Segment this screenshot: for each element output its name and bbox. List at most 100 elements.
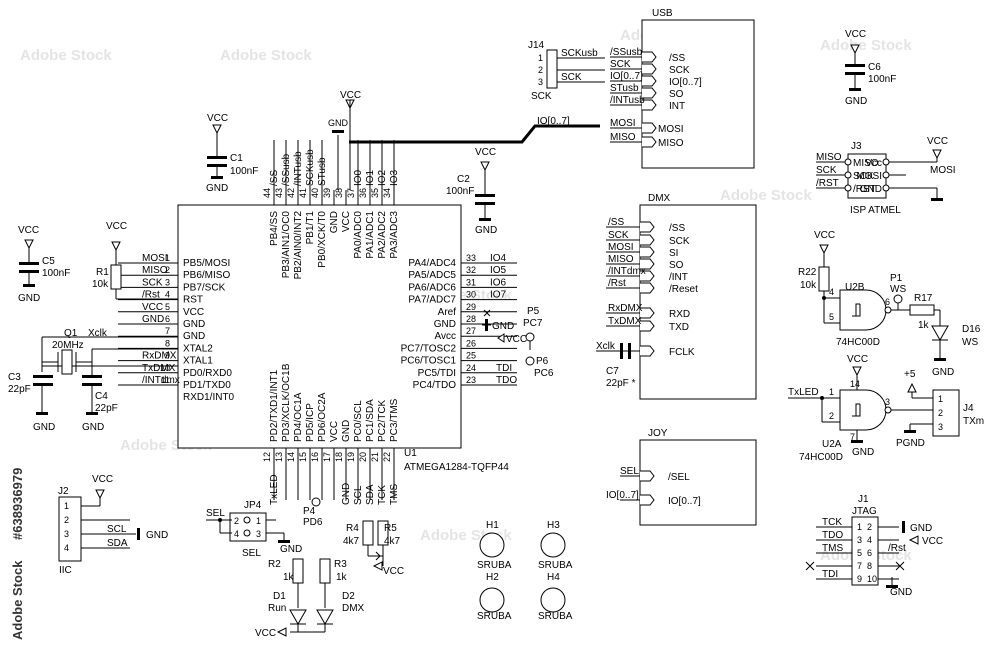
svg-text:C4: C4 xyxy=(95,391,108,402)
svg-text:SEL: SEL xyxy=(242,548,261,559)
jtag-nc-mark xyxy=(895,561,905,571)
svg-text:R5: R5 xyxy=(384,523,397,534)
svg-text:JP4: JP4 xyxy=(244,500,262,511)
mcu-pin-name: PA2/ADC2 xyxy=(377,211,388,259)
svg-text:GND: GND xyxy=(475,225,497,236)
dmx-net-label: TxDMX xyxy=(608,316,642,327)
svg-text:ISP ATMEL: ISP ATMEL xyxy=(850,205,901,216)
mcu-pin-name: GND xyxy=(434,319,456,330)
svg-text:3: 3 xyxy=(256,529,261,539)
mcu-pin-name: GND xyxy=(329,211,340,233)
jtag-pin-number: 10 xyxy=(867,574,877,584)
mcu-pin-number: 23 xyxy=(466,375,476,385)
mcu-pin-name: GND xyxy=(341,420,352,442)
mcu-pin-number: 42 xyxy=(286,188,296,198)
svg-text:SRUBA: SRUBA xyxy=(477,611,512,622)
svg-text:VCC: VCC xyxy=(207,113,228,124)
mcu-pin-number: 18 xyxy=(334,452,344,462)
svg-text:100nF: 100nF xyxy=(446,186,474,197)
svg-text:74HC00D: 74HC00D xyxy=(799,452,843,463)
svg-text:22pF: 22pF xyxy=(95,403,118,414)
mcu-top-power: VCC GND xyxy=(328,90,361,190)
svg-text:4k7: 4k7 xyxy=(384,536,401,547)
svg-text:SCL: SCL xyxy=(107,524,127,535)
svg-text:P1: P1 xyxy=(890,273,903,284)
svg-text:P4: P4 xyxy=(303,506,316,517)
svg-text:R2: R2 xyxy=(268,559,281,570)
mcu-pin-name: PD6/OC2A xyxy=(317,392,328,442)
jtag-pin-number: 7 xyxy=(857,561,862,571)
svg-text:VCC: VCC xyxy=(475,147,496,158)
usb-pin-port xyxy=(642,75,657,87)
joy-pin-port xyxy=(640,470,655,482)
mcu-pin-name: PC7/TOSC2 xyxy=(401,343,457,354)
svg-text:3: 3 xyxy=(64,529,69,539)
usb-pin-name: MISO xyxy=(658,138,684,149)
mcu-pin-name: PA7/ADC7 xyxy=(408,295,456,306)
mcu-pin-number: 5 xyxy=(165,302,170,312)
mcu-pin-number: 6 xyxy=(165,314,170,324)
mcu-pin-name: PA1/ADC1 xyxy=(365,211,376,259)
joy-title: JOY xyxy=(648,428,668,439)
mcu-pin-number: 20 xyxy=(358,452,368,462)
svg-text:2: 2 xyxy=(938,408,943,418)
svg-text:+5: +5 xyxy=(904,369,916,380)
joy-pin-name: /SEL xyxy=(668,472,690,483)
watermark-text: Adobe Stock xyxy=(10,560,25,640)
usb-net-label: STusb xyxy=(610,83,639,94)
svg-text:JTAG: JTAG xyxy=(852,506,877,517)
mcu-pin-number: 21 xyxy=(370,452,380,462)
mcu-pin-name: PB0/XCK/T0 xyxy=(317,211,328,268)
mcu-pin-name: PB3/AIN1/OC0 xyxy=(281,211,292,279)
testpoint-p4: P4 PD6 xyxy=(303,497,323,528)
svg-text:22pF: 22pF xyxy=(8,384,31,395)
svg-text:IIC: IIC xyxy=(59,565,72,576)
mcu-pin-net: IO3 xyxy=(389,169,400,186)
joy-pin-port xyxy=(640,494,655,506)
usb-pin-port xyxy=(642,99,657,111)
mcu-pin-net: TxLED xyxy=(269,474,280,505)
dmx-pin-name: /INT xyxy=(669,272,688,283)
svg-text:SRUBA: SRUBA xyxy=(538,560,573,571)
svg-text:GND: GND xyxy=(206,183,228,194)
dmx-title: DMX xyxy=(648,193,671,204)
mcu-pin-net: /SS xyxy=(269,170,280,186)
mcu-pin-number: 25 xyxy=(466,351,476,361)
mcu-pin-net: SCKusb xyxy=(305,149,316,186)
mcu-pin-net: MOSI xyxy=(142,253,168,264)
isp-pin-circle xyxy=(844,158,852,166)
mcu-pin-name: VCC xyxy=(183,307,204,318)
svg-text:H3: H3 xyxy=(547,520,560,531)
joy-pin-name: IO[0..7] xyxy=(668,496,701,507)
svg-text:VCC: VCC xyxy=(845,29,866,40)
mcu-pin-name: PB4/SS xyxy=(269,211,280,246)
svg-text:10k: 10k xyxy=(800,280,817,291)
mcu-pin-name: PC0/SCL xyxy=(353,400,364,442)
mcu-pin-net: TxDMX xyxy=(142,363,176,374)
svg-text:R22: R22 xyxy=(798,267,817,278)
mcu-pin-name: PB1/T1 xyxy=(305,211,316,245)
svg-text:GND: GND xyxy=(845,96,867,107)
svg-text:VCC: VCC xyxy=(814,230,835,241)
svg-text:VCC: VCC xyxy=(255,628,276,639)
mcu-pin-name: PC2/TCK xyxy=(377,399,388,442)
svg-text:7: 7 xyxy=(850,432,855,442)
svg-text:GND: GND xyxy=(492,321,514,332)
mcu-part: ATMEGA1284-TQFP44 xyxy=(404,462,509,473)
mcu-pin-name: XTAL1 xyxy=(183,356,213,367)
mcu-pin-name: PD1/TXD0 xyxy=(183,380,231,391)
svg-text:Q1: Q1 xyxy=(64,328,78,339)
usb-pin-name: MOSI xyxy=(658,124,684,135)
dmx-pin-port xyxy=(640,307,655,319)
svg-text:WS: WS xyxy=(962,337,978,348)
svg-text:1k: 1k xyxy=(283,572,295,583)
mcu-pin-net: IO2 xyxy=(377,169,388,186)
jtag-net-label: /Rst xyxy=(888,543,906,554)
mcu-pin-net: IO1 xyxy=(365,169,376,186)
isp-pin-name: /RST xyxy=(853,184,876,195)
isp-pin-name: MOSI xyxy=(856,171,882,182)
svg-text:VCC: VCC xyxy=(506,334,527,345)
svg-text:D16: D16 xyxy=(962,324,981,335)
mcu-pin-name: PD0/RXD0 xyxy=(183,368,232,379)
svg-text:100nF: 100nF xyxy=(868,74,896,85)
